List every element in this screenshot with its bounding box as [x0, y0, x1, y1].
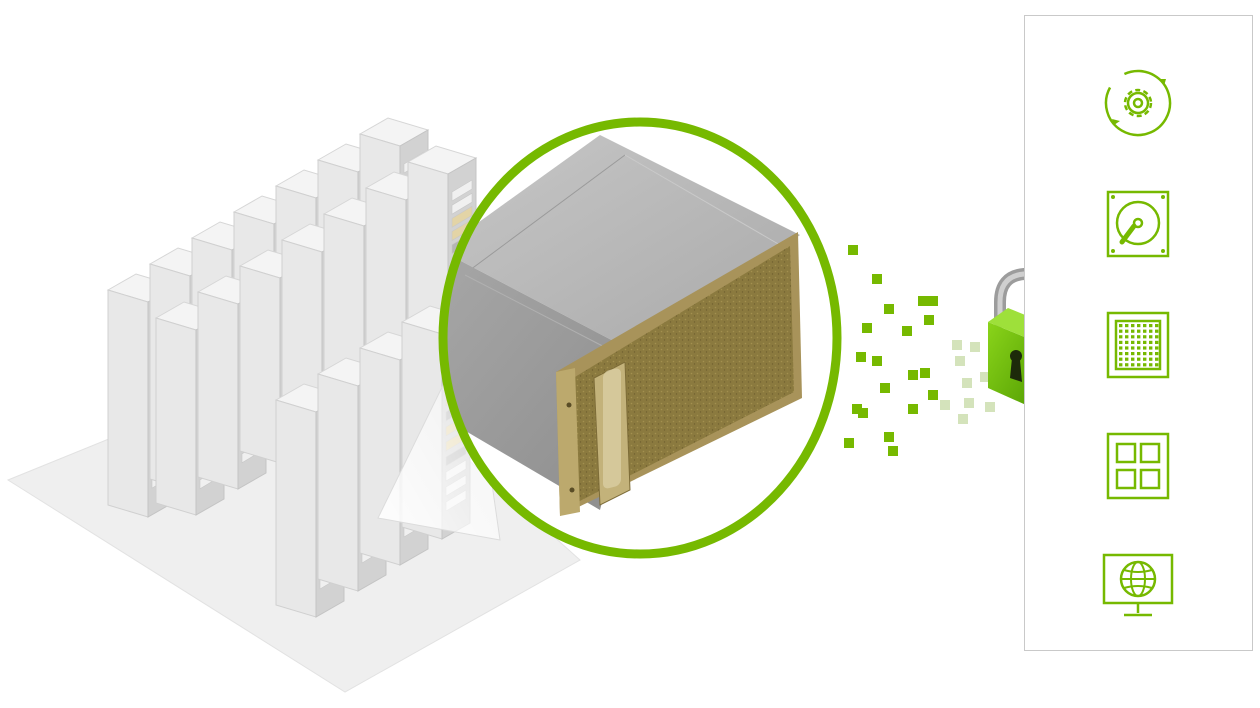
- gear-refresh-icon: [1100, 65, 1176, 141]
- gpu-partition-icon: [1100, 428, 1176, 504]
- network-monitor-icon: [1100, 549, 1176, 625]
- gpu-server-module: [443, 135, 802, 516]
- hard-drive-icon: [1100, 186, 1176, 262]
- data-bits: [844, 245, 995, 456]
- memory-chip-icon: [1100, 307, 1176, 383]
- zoom-circle: [438, 117, 842, 559]
- feature-icon-panel: [1024, 15, 1253, 651]
- server-rack-rows: [106, 117, 478, 618]
